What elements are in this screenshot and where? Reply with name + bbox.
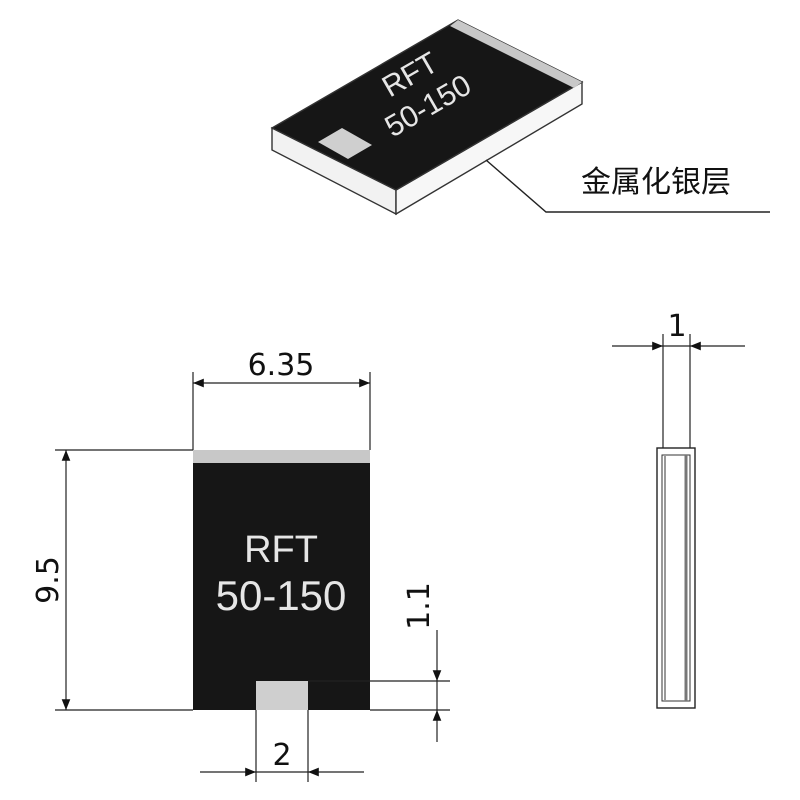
front-part-line1: RFT <box>244 529 318 571</box>
isometric-view: RFT 50-150 金属化银层 <box>270 19 770 216</box>
dim-height: 9.5 <box>31 449 193 711</box>
dim-thickness: 1 <box>612 309 745 448</box>
side-body <box>656 447 696 709</box>
dim-pad-height: 1.1 <box>308 582 450 742</box>
iso-metal-layer <box>450 20 582 88</box>
iso-pad <box>318 128 372 159</box>
front-pad <box>256 681 308 710</box>
dim-width: 6.35 <box>192 348 371 450</box>
callout-label: 金属化银层 <box>581 165 731 200</box>
dim-pad-width-label: 2 <box>272 738 291 773</box>
front-body <box>193 450 370 710</box>
dim-thickness-label: 1 <box>667 309 686 344</box>
dim-pad-width: 2 <box>200 710 364 782</box>
front-metal-layer <box>193 450 370 463</box>
front-view: RFT 50-150 6.35 9.5 2 <box>31 348 450 782</box>
dim-height-label: 9.5 <box>31 556 66 604</box>
dim-width-label: 6.35 <box>248 348 315 383</box>
front-part-line2: 50-150 <box>216 572 347 619</box>
side-view: 1 <box>612 309 745 709</box>
dim-pad-height-label: 1.1 <box>402 582 437 630</box>
side-layer-outer <box>661 454 691 702</box>
callout-leader <box>485 159 770 213</box>
